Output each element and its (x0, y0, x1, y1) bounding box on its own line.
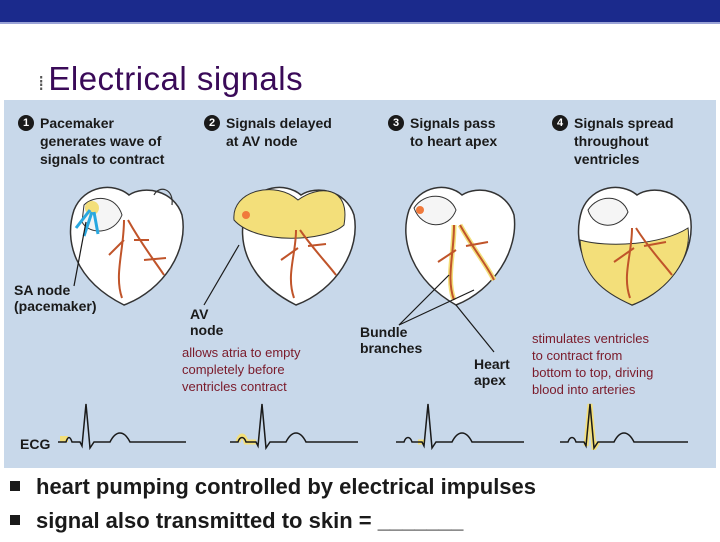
step-1-text: Pacemaker generates wave of signals to c… (40, 115, 165, 167)
bullet-item-1: heart pumping controlled by electrical i… (10, 474, 536, 508)
sa-node-label: SA node (pacemaker) (14, 282, 97, 314)
slide-title-row: ⁞ Electrical signals (38, 60, 303, 100)
slide-header-bar (0, 0, 720, 22)
title-bullet-icon: ⁞ (38, 71, 45, 95)
ecg-trace-3 (396, 403, 524, 450)
slide-title: Electrical signals (48, 60, 304, 97)
square-bullet-icon (10, 515, 20, 525)
step-4-number: 4 (552, 115, 568, 131)
heart-illustration-2 (233, 186, 356, 306)
bundle-branches-label: Bundle branches (360, 324, 423, 356)
step-2-number: 2 (204, 115, 220, 131)
step-2-text: Signals delayed at AV node (226, 115, 332, 149)
ecg-trace-2 (230, 403, 358, 450)
step-2: 2 Signals delayed at AV node (204, 114, 332, 150)
heart-apex-label: Heart apex (474, 356, 510, 388)
heart-illustration-4 (577, 186, 692, 306)
bullet-text-1: heart pumping controlled by electrical i… (36, 474, 537, 499)
av-node-label: AV node (190, 306, 224, 338)
av-delay-note: allows atria to empty completely before … (182, 345, 301, 394)
step-1: 1 Pacemaker generates wave of signals to… (18, 114, 164, 168)
ecg-label: ECG (20, 436, 51, 452)
label-pointer-lines (73, 221, 495, 353)
bullet-item-2: signal also transmitted to skin = ______… (10, 508, 536, 542)
step-4: 4 Signals spread throughout ventricles (552, 114, 674, 168)
step-3: 3 Signals pass to heart apex (388, 114, 497, 150)
diagram-panel: 1 Pacemaker generates wave of signals to… (4, 100, 716, 468)
square-bullet-icon (10, 481, 20, 491)
ecg-trace-4 (560, 403, 688, 450)
heart-illustration-1 (69, 186, 184, 306)
ecg-trace-1 (58, 403, 186, 450)
step-4-text: Signals spread throughout ventricles (574, 115, 674, 167)
slide-header-rule (0, 22, 720, 24)
ventricle-spread-note: stimulates ventricles to contract from b… (532, 331, 654, 397)
heart-illustration-3 (405, 186, 516, 306)
step-1-number: 1 (18, 115, 34, 131)
bullet-list: heart pumping controlled by electrical i… (10, 474, 536, 542)
step-3-text: Signals pass to heart apex (410, 115, 498, 149)
step-3-number: 3 (388, 115, 404, 131)
bullet-text-2: signal also transmitted to skin = ______… (36, 508, 464, 533)
